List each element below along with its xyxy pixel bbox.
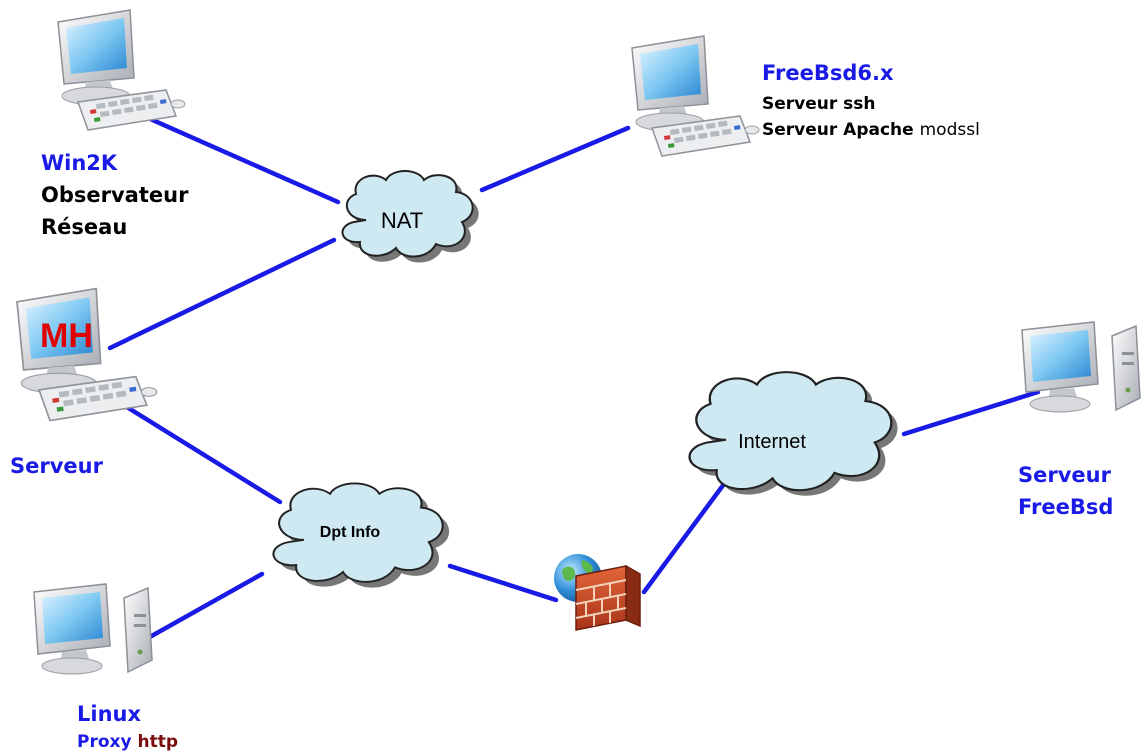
mh-server-name: Serveur (10, 454, 103, 478)
link-mh-nat (107, 237, 337, 351)
tower-computer-icon (1021, 321, 1141, 413)
linux-role-proxy: Proxy (77, 732, 132, 752)
cloud-internet-label: Internet (738, 431, 806, 453)
link-firewall-internet (641, 481, 727, 595)
link-win2k-nat (145, 115, 341, 205)
cloud-nat-label: NAT (381, 208, 423, 233)
desktop-computer-icon (631, 35, 760, 157)
freebsd-server-name-line1: Serveur (1018, 463, 1111, 487)
freebsd-server-name-line2: FreeBsd (1018, 495, 1114, 519)
network-links (107, 115, 1041, 641)
cloud-dpt-info-label: Dpt Info (320, 524, 381, 541)
freebsd6-role-line2: Serveur Apache modssl (762, 119, 980, 141)
tower-computer-icon (33, 583, 153, 675)
linux-role-http: http (137, 732, 179, 752)
mh-badge: MH (40, 317, 93, 355)
cloud-nat: NAT (341, 170, 479, 263)
freebsd6-role-modssl: modssl (919, 120, 980, 140)
freebsd6-role-apache: Serveur Apache (762, 120, 914, 140)
link-linux-dptinfo (145, 571, 265, 641)
link-internet-freebsd (901, 389, 1041, 437)
link-dptinfo-firewall (447, 563, 559, 603)
desktop-computer-icon (57, 9, 186, 131)
firewall-icon (554, 554, 641, 631)
win2k-role-line1: Observateur (41, 183, 189, 207)
win2k-role-line2: Réseau (41, 215, 128, 239)
link-mh-dptinfo (119, 401, 283, 505)
freebsd6-role-line1: Serveur ssh (762, 94, 876, 114)
freebsd6-name: FreeBsd6.x (762, 61, 894, 85)
linux-role: Proxy http (77, 731, 178, 753)
linux-name: Linux (77, 702, 142, 726)
link-freebsd6-nat (479, 125, 631, 193)
win2k-name: Win2K (41, 151, 118, 175)
